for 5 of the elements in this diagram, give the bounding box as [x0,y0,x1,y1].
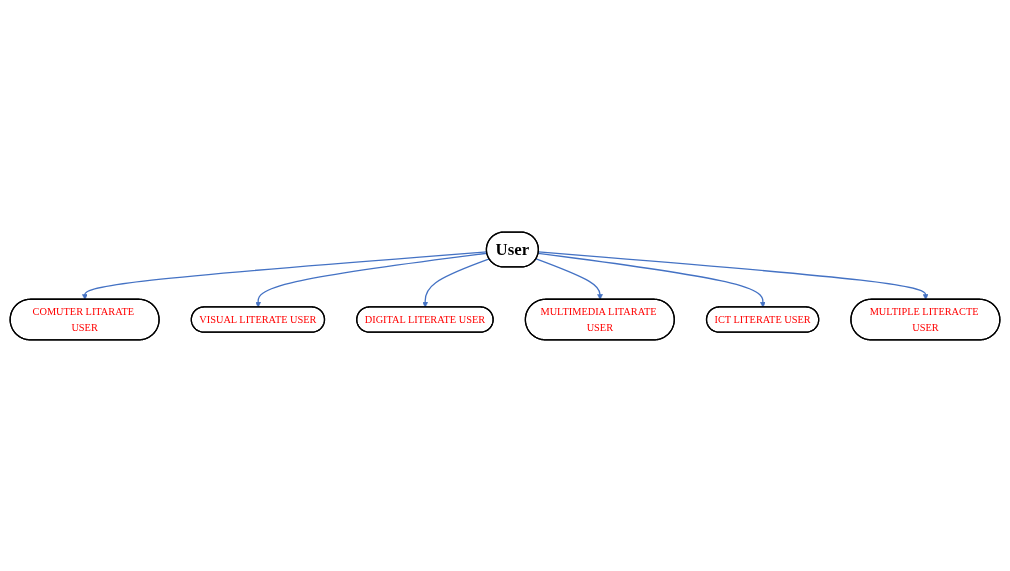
arrow [422,257,490,308]
arrow [535,257,603,300]
arrow [537,250,929,300]
arrow [255,252,488,308]
arrow [537,252,766,308]
